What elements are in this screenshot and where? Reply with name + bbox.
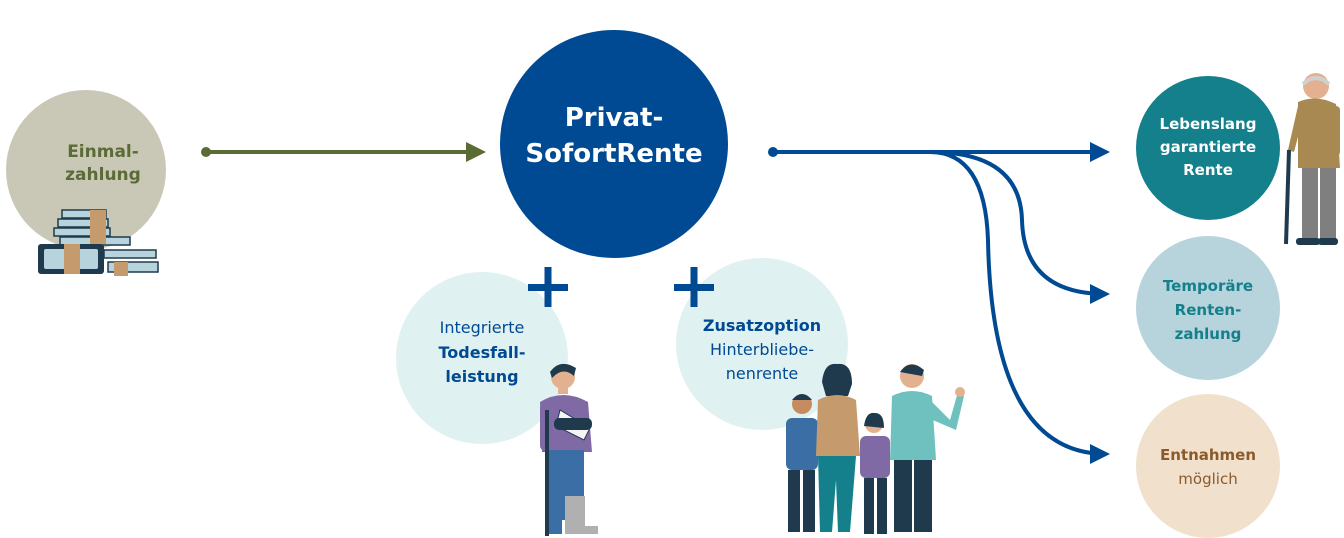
addon-survivor-line1: Zusatzoption: [703, 316, 821, 335]
family-illustration: [786, 363, 965, 534]
output-lifelong-line3: Rente: [1183, 161, 1233, 179]
addon-death-line2: Todesfall-: [439, 343, 526, 362]
plus-icon: [528, 267, 568, 307]
output-withdrawals-line1: Entnahmen: [1160, 446, 1256, 464]
addon-survivor-line3: nenrente: [726, 364, 798, 383]
output-temporary-circle: [1136, 236, 1280, 380]
output-arrows: [768, 142, 1110, 464]
output-withdrawals: Entnahmen möglich: [1136, 394, 1280, 538]
arrow-to-temporary: [929, 150, 1110, 304]
output-lifelong-annuity: Lebenslang garantierte Rente: [1136, 73, 1340, 245]
output-temporary-line1: Temporäre: [1163, 277, 1253, 295]
addon-death-line3: leistung: [445, 367, 518, 386]
elderly-man-illustration: [1284, 73, 1340, 245]
input-arrow: [201, 142, 486, 162]
injured-man-illustration: [540, 363, 598, 536]
output-temporary-line3: zahlung: [1175, 325, 1242, 343]
addon-death-circle: [396, 272, 568, 444]
output-lifelong-line1: Lebenslang: [1160, 115, 1257, 133]
product-label-line1: Privat-: [565, 103, 664, 133]
input-label-line1: Einmal-: [67, 142, 139, 162]
output-temporary-annuity: Temporäre Renten- zahlung: [1136, 236, 1280, 380]
product-label-line2: SofortRente: [525, 139, 702, 169]
output-lifelong-line2: garantierte: [1160, 138, 1256, 156]
output-temporary-line2: Renten-: [1175, 301, 1242, 319]
input-label-line2: zahlung: [65, 165, 141, 185]
output-lifelong-circle: [1136, 76, 1280, 220]
product-circle: [500, 30, 728, 258]
input-node: Einmal- zahlung: [6, 90, 166, 276]
addon-death-line1: Integrierte: [440, 318, 525, 337]
arrow-to-withdrawal: [929, 150, 1110, 464]
addon-survivor-line2: Hinterbliebe-: [710, 340, 814, 359]
addon-survivor-circle: [676, 258, 848, 430]
plus-icon: [674, 267, 714, 307]
addon-survivor-pension: Zusatzoption Hinterbliebe- nenrente: [674, 258, 965, 534]
addon-death-benefit: Integrierte Todesfall- leistung: [396, 267, 598, 536]
output-withdrawals-line2: möglich: [1178, 470, 1237, 488]
output-withdrawals-circle: [1136, 394, 1280, 538]
input-circle: [6, 90, 166, 250]
product-node: Privat- SofortRente: [500, 30, 728, 258]
money-stack-icon: [38, 209, 159, 276]
